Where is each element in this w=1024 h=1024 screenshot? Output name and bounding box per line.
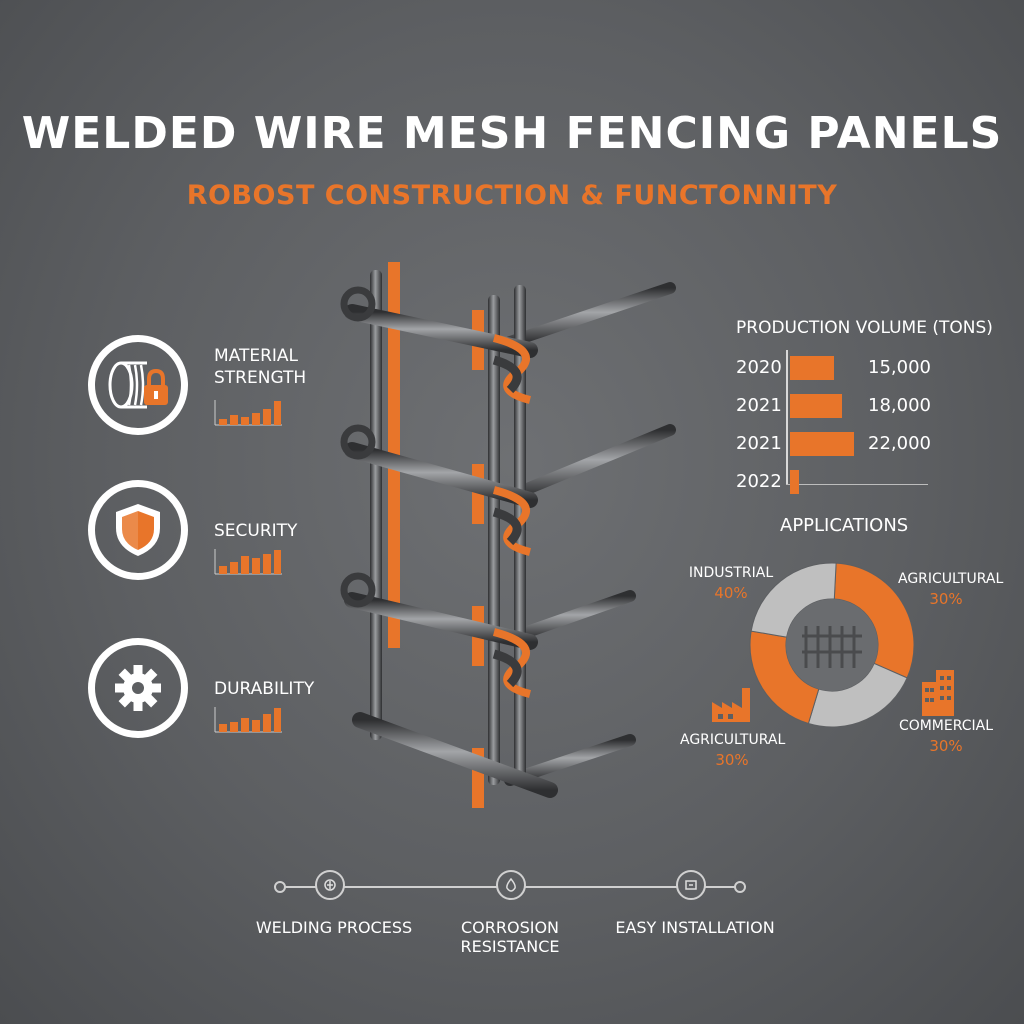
page-title: WELDED WIRE MESH FENCING PANELS bbox=[21, 108, 1003, 159]
tools-icon bbox=[676, 870, 706, 900]
slice-label-agricultural-top: AGRICULTURAL 30% bbox=[898, 569, 1004, 609]
bar-category-label: 2022 bbox=[736, 471, 782, 492]
feature-material-strength: MATERIAL STRENGTH bbox=[88, 335, 388, 445]
slice-label-agricultural-bottom: AGRICULTURAL 30% bbox=[680, 730, 786, 770]
feature-label: MATERIAL STRENGTH bbox=[214, 345, 306, 389]
factory-icon bbox=[712, 688, 750, 722]
slice-percent: 40% bbox=[714, 584, 748, 602]
feature-label-line: MATERIAL bbox=[214, 346, 299, 366]
production-chart-baseline bbox=[786, 484, 928, 485]
slice-name: INDUSTRIAL bbox=[688, 565, 774, 581]
gear-icon bbox=[115, 665, 161, 711]
production-bar-row: 2021 18,000 bbox=[736, 392, 996, 420]
feature-icon-circle bbox=[88, 335, 188, 435]
production-bar-row: 2020 15,000 bbox=[736, 354, 996, 382]
mini-bar-chart-icon bbox=[214, 400, 282, 426]
feature-label: DURABILITY bbox=[214, 679, 315, 699]
slice-name: COMMERCIAL bbox=[898, 718, 994, 734]
slice-name: AGRICULTURAL bbox=[680, 732, 786, 748]
bar-category-label: 2021 bbox=[736, 395, 782, 416]
timeline-end-dot bbox=[734, 881, 746, 893]
slice-label-industrial: INDUSTRIAL 40% bbox=[688, 563, 774, 603]
feature-security: SECURITY bbox=[88, 480, 388, 590]
timeline-end-dot bbox=[274, 881, 286, 893]
slice-name: AGRICULTURAL bbox=[898, 571, 1004, 587]
feature-label: SECURITY bbox=[214, 521, 298, 541]
bottom-label-corrosion: CORROSION RESISTANCE bbox=[460, 918, 560, 956]
bar-value-label: 15,000 bbox=[868, 357, 931, 378]
bottom-label-installation: EASY INSTALLATION bbox=[615, 918, 775, 937]
feature-durability: DURABILITY bbox=[88, 638, 388, 748]
shield-icon bbox=[116, 504, 160, 556]
fence-icon bbox=[802, 626, 862, 668]
feature-icon-circle bbox=[88, 638, 188, 738]
production-bar-row: 2022 bbox=[736, 468, 996, 496]
slice-percent: 30% bbox=[929, 737, 963, 755]
bottom-label-welding: WELDING PROCESS bbox=[255, 918, 413, 937]
slice-percent: 30% bbox=[929, 590, 963, 608]
bar-category-label: 2020 bbox=[736, 357, 782, 378]
feature-icon-circle bbox=[88, 480, 188, 580]
welding-icon bbox=[315, 870, 345, 900]
wire-mesh-illustration bbox=[340, 262, 676, 808]
mini-bar-chart-icon bbox=[214, 549, 282, 575]
production-bar bbox=[790, 432, 854, 456]
slice-percent: 30% bbox=[715, 751, 749, 769]
bar-value-label: 22,000 bbox=[868, 433, 931, 454]
page-subtitle: ROBOST CONSTRUCTION & FUNCTONNITY bbox=[186, 180, 838, 211]
bar-value-label: 18,000 bbox=[868, 395, 931, 416]
production-bar bbox=[790, 356, 834, 380]
production-bar bbox=[790, 394, 842, 418]
production-bar bbox=[790, 470, 799, 494]
applications-chart-title: APPLICATIONS bbox=[780, 515, 909, 536]
mini-bar-chart-icon bbox=[214, 707, 282, 733]
applications-donut-chart bbox=[749, 562, 915, 728]
bar-category-label: 2021 bbox=[736, 433, 782, 454]
building-icon bbox=[922, 670, 954, 716]
production-bar-row: 2021 22,000 bbox=[736, 430, 996, 458]
slice-label-commercial: COMMERCIAL 30% bbox=[898, 716, 994, 756]
wire-coil-lock-icon bbox=[108, 361, 168, 409]
production-chart-title: PRODUCTION VOLUME (TONS) bbox=[736, 318, 993, 338]
feature-label-line: STRENGTH bbox=[214, 368, 307, 388]
droplet-shield-icon bbox=[496, 870, 526, 900]
production-chart-axis bbox=[786, 350, 788, 485]
